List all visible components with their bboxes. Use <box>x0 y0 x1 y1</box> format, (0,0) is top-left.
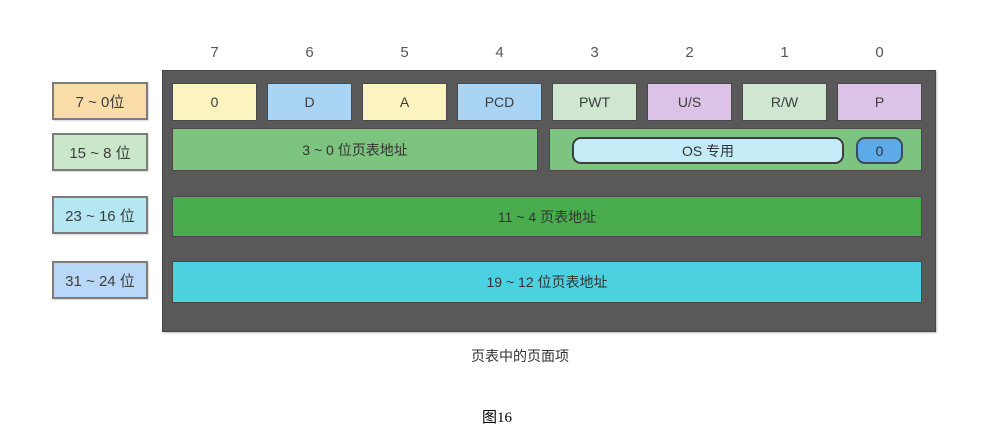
bit-number: 2 <box>685 44 694 61</box>
row4-page-table-address-label: 19 ~ 12 位页表地址 <box>486 274 608 290</box>
diagram-caption: 页表中的页面项 <box>471 348 569 364</box>
bit-number: 6 <box>305 44 314 61</box>
bit-field-cell: R/W <box>742 83 827 121</box>
row4-page-table-address-box: 19 ~ 12 位页表地址 <box>172 261 922 303</box>
bit-number: 4 <box>495 44 504 61</box>
row2-os-reserved-container: OS 专用 0 <box>549 128 922 171</box>
os-reserved-label: OS 专用 <box>681 142 735 159</box>
byte-range-label: 15 ~ 8 位 <box>52 133 148 171</box>
bit-number: 1 <box>780 44 789 61</box>
bit-number: 7 <box>210 44 219 61</box>
bit-number: 0 <box>875 44 884 61</box>
os-reserved-box: OS 专用 <box>572 137 844 164</box>
zero-bit-label: 0 <box>875 142 884 159</box>
zero-bit-box: 0 <box>856 137 903 164</box>
row3-page-table-address-box: 11 ~ 4 页表地址 <box>172 196 922 237</box>
bit-field-cell: PWT <box>552 83 637 121</box>
bit-field-cell: U/S <box>647 83 732 121</box>
byte-range-label: 7 ~ 0位 <box>52 82 148 120</box>
bit-field-cell: PCD <box>457 83 542 121</box>
byte-range-label: 31 ~ 24 位 <box>52 261 148 299</box>
row3-page-table-address-label: 11 ~ 4 页表地址 <box>497 208 597 225</box>
bit-field-cell: A <box>362 83 447 121</box>
row2-page-table-address-label: 3 ~ 0 位页表地址 <box>302 141 408 158</box>
bit-field-cell: D <box>267 83 352 121</box>
byte-range-label: 23 ~ 16 位 <box>52 196 148 234</box>
bit-number: 5 <box>400 44 409 61</box>
bit-field-cell: P <box>837 83 922 121</box>
figure-number-label: 图16 <box>481 410 513 426</box>
bit-number: 3 <box>590 44 599 61</box>
bit-field-cell: 0 <box>172 83 257 121</box>
row2-page-table-address-box: 3 ~ 0 位页表地址 <box>172 128 538 171</box>
